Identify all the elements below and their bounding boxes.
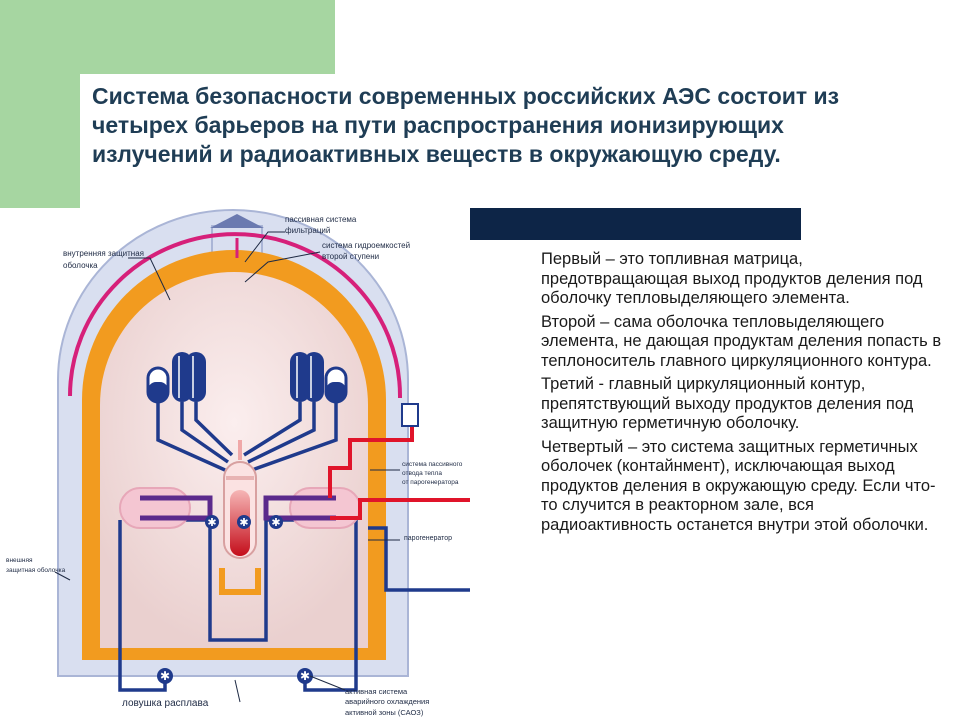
slide-title: Система безопасности современных российс… <box>92 83 840 167</box>
navy-accent-bar <box>470 208 801 240</box>
inner-containment-shell <box>82 250 386 660</box>
passive-heat-removal-line <box>328 408 470 520</box>
steam-generator-left <box>119 487 213 529</box>
label-steam-gen: парогенератор <box>404 535 452 542</box>
leader-lines <box>54 231 400 703</box>
svg-text:✱: ✱ <box>207 516 216 529</box>
title-panel <box>80 74 960 212</box>
pump-icons: ✱ ✱ ✱ ✱ ✱ <box>157 515 313 684</box>
hydro-accumulators-left <box>146 352 206 404</box>
label-passive-heat-2: отвода тепла <box>402 470 442 477</box>
label-hydro-2: второй ступени <box>322 252 379 261</box>
reactor-vessel <box>223 440 257 559</box>
label-passive-heat: система пассивного <box>402 461 463 468</box>
svg-text:✱: ✱ <box>300 669 310 683</box>
svg-text:✱: ✱ <box>239 516 248 529</box>
label-passive-filter-2: фильтраций <box>285 226 330 235</box>
label-hydro: система гидроемкостей <box>322 241 410 250</box>
svg-text:✱: ✱ <box>271 516 280 529</box>
label-passive-filter: пассивная система <box>285 215 357 224</box>
label-eccs: активная система <box>345 687 408 696</box>
paragraph-third-barrier: Третий - главный циркуляционный контур, … <box>541 375 914 432</box>
filter-cap-icon <box>210 214 264 228</box>
passive-filtration-line <box>68 232 402 398</box>
core-catcher <box>219 568 261 595</box>
label-outer-shell: внешняя <box>6 557 33 564</box>
paragraph-second-barrier: Второй – сама оболочка тепловыделяющего … <box>541 312 942 370</box>
label-inner-shell-2: оболочка <box>63 261 98 270</box>
label-melt-trap: ловушка расплава <box>122 698 209 709</box>
label-inner-shell: внутренняя защитная <box>63 249 144 258</box>
svg-text:✱: ✱ <box>160 669 170 683</box>
hydro-accumulators-right <box>290 352 348 404</box>
npp-safety-diagram: ✱ ✱ ✱ ✱ ✱ пассивная система фильтраций с… <box>0 208 470 720</box>
barriers-description: Первый – это топливная матрица, предотвр… <box>541 250 946 539</box>
label-outer-shell-2: защитная оболочка <box>6 566 66 574</box>
paragraph-fourth-barrier: Четвертый – это система защитных гермети… <box>541 437 936 534</box>
label-eccs-2: аварийного охлаждения <box>345 697 429 706</box>
label-passive-heat-3: от парогенератора <box>402 479 459 486</box>
paragraph-first-barrier: Первый – это топливная матрица, предотвр… <box>541 250 923 307</box>
label-eccs-3: активной зоны (САОЗ) <box>345 708 424 717</box>
